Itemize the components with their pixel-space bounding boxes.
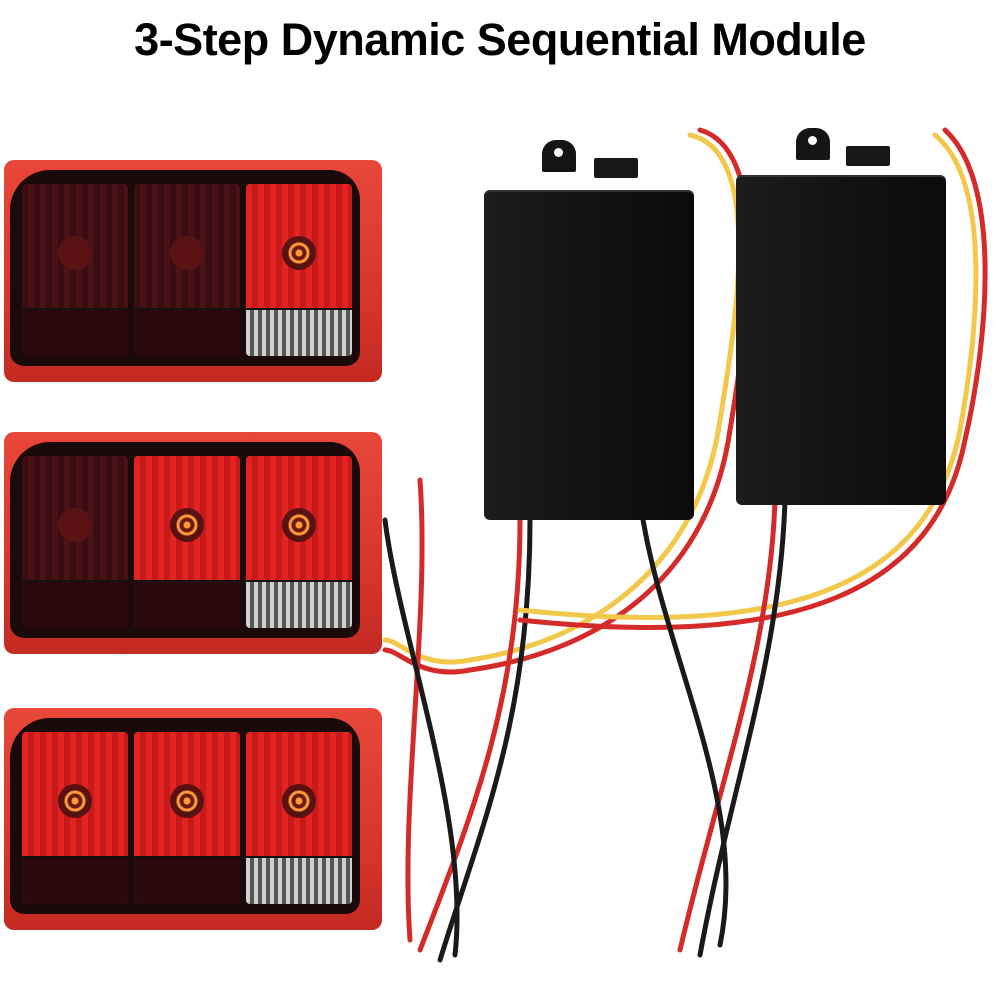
lamp-segment-middle bbox=[134, 184, 240, 356]
taillight-housing bbox=[10, 718, 360, 914]
taillight-step-2 bbox=[4, 432, 382, 654]
wire-plug bbox=[846, 146, 890, 166]
wire-plug bbox=[594, 158, 638, 178]
taillight-housing bbox=[10, 442, 360, 638]
lamp-segment-middle bbox=[134, 456, 240, 628]
lamp-segment-right bbox=[246, 732, 352, 904]
page-title: 3-Step Dynamic Sequential Module bbox=[134, 14, 866, 65]
lamp-segment-right bbox=[246, 456, 352, 628]
lamp-segment-middle bbox=[134, 732, 240, 904]
mounting-tab bbox=[796, 128, 830, 160]
taillight-step-3 bbox=[4, 708, 382, 930]
sequential-module-2 bbox=[736, 175, 946, 505]
lamp-segment-left bbox=[22, 456, 128, 628]
sequential-module-1 bbox=[484, 190, 694, 520]
lamp-segment-left bbox=[22, 184, 128, 356]
mounting-tab bbox=[542, 140, 576, 172]
taillight-housing bbox=[10, 170, 360, 366]
taillight-step-1 bbox=[4, 160, 382, 382]
lamp-segment-left bbox=[22, 732, 128, 904]
lamp-segment-right bbox=[246, 184, 352, 356]
